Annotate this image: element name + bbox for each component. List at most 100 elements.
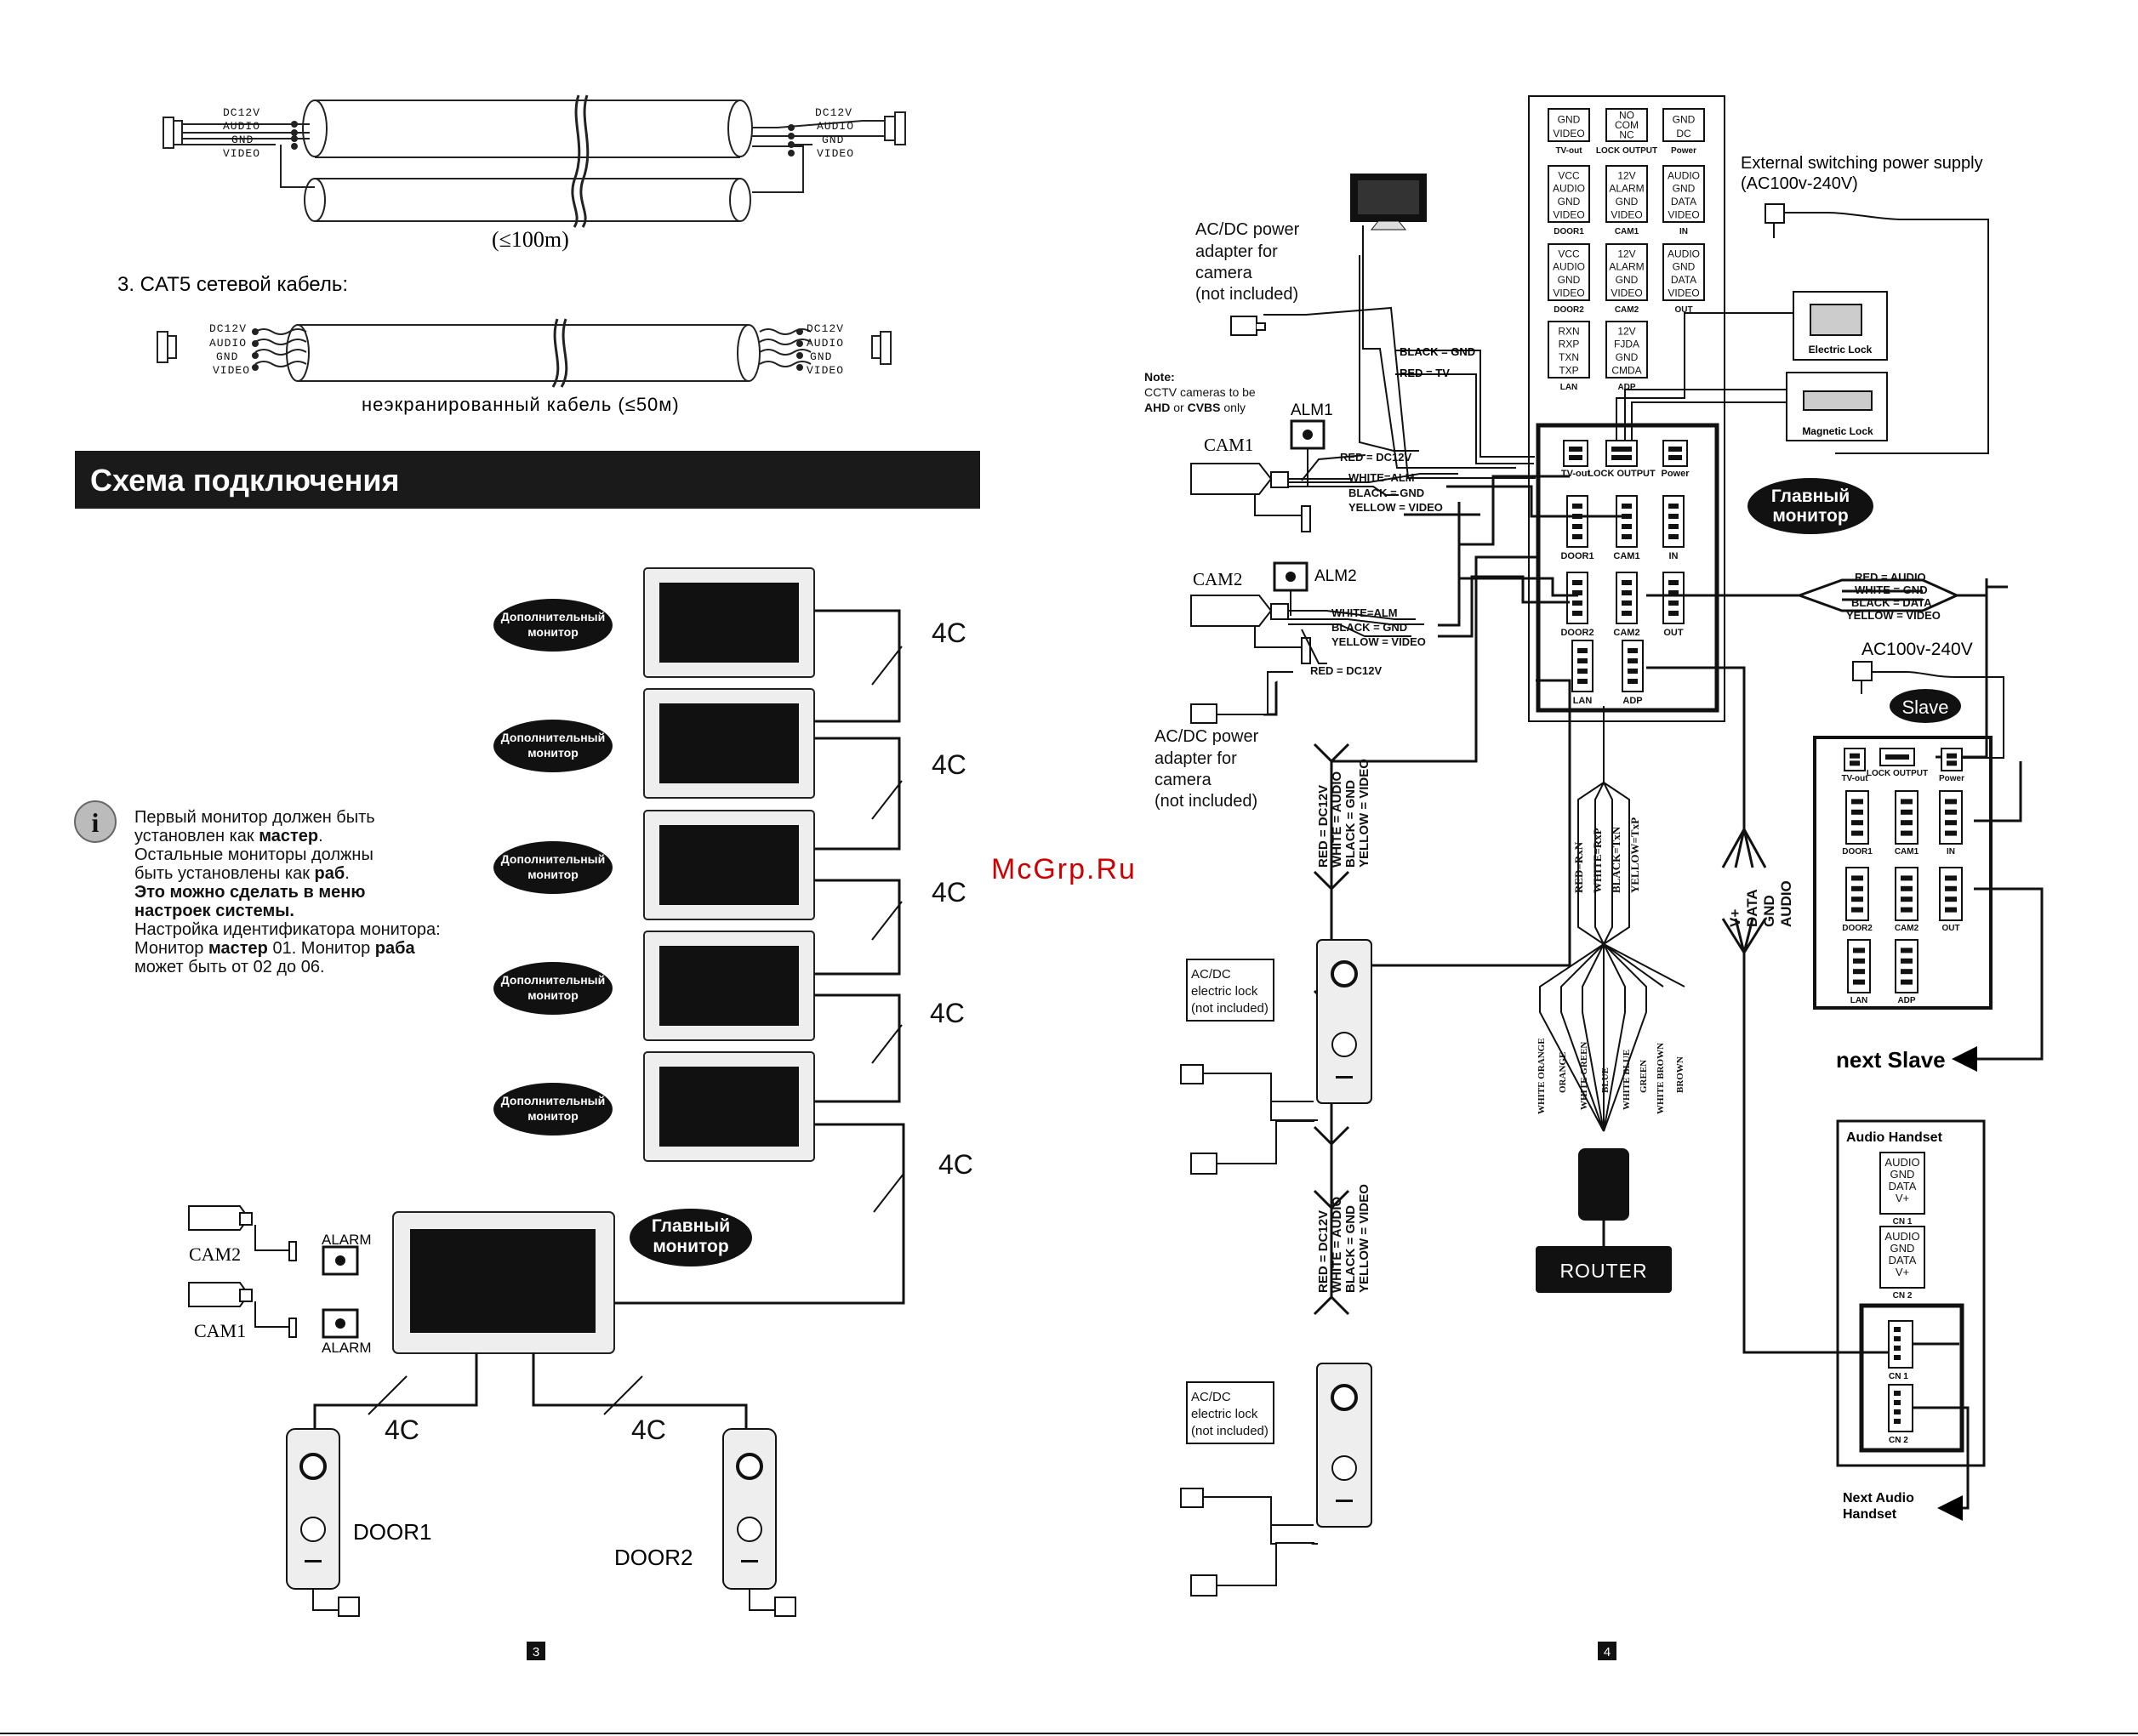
note-line-7: Настройка идентификатора монитора: (134, 920, 441, 939)
lock-label-1-line-2: electric lock (1191, 984, 1258, 999)
out-wire-1: RED = AUDIO (1855, 571, 1926, 583)
audio-handset-box (1836, 1119, 1986, 1467)
slave-board-label: CAM1 (1895, 847, 1919, 857)
connector-icon (1844, 748, 1866, 771)
panel-cell-line: 12V (1617, 169, 1635, 181)
cam2-wire-1: WHITE=ALM (1331, 606, 1398, 619)
connector-icon (1939, 867, 1963, 921)
main-monitor-badge-left (630, 1209, 752, 1266)
wire-4c-6: 4C (385, 1414, 419, 1445)
out-wire-2: WHITE = GND (1855, 583, 1928, 596)
wire-4c-3: 4C (932, 877, 966, 908)
cam2-wire-3: YELLOW = VIDEO (1331, 635, 1426, 648)
rj45-color-label: WHITE GREEN (1579, 1042, 1589, 1110)
alarm-label-2: ALARM (322, 1340, 372, 1356)
panel-cell-line: GND (1558, 274, 1581, 286)
panel-cell-line: DATA (1671, 274, 1696, 286)
section-title: Схема подключения (90, 463, 399, 498)
extra-monitor-label-1: Дополнительный (501, 852, 605, 866)
panel-cell-label: LOCK OUTPUT (1596, 146, 1657, 156)
alm1-label: ALM1 (1291, 401, 1333, 419)
extra-monitor (643, 1051, 815, 1162)
cam2-left: CAM2 (189, 1244, 241, 1265)
handset-cn2-board: CN 2 (1889, 1436, 1908, 1445)
black-gnd-label: BLACK = GND (1400, 345, 1475, 358)
lan-wire-3: BLACK=TxN (1610, 826, 1622, 893)
page-number-box-4 (1598, 1642, 1616, 1660)
page-number-3: 3 (533, 1645, 539, 1659)
cat5-right-label-1: DC12V (807, 322, 844, 335)
connector-icon (1563, 440, 1588, 467)
handset-cn-line: GND (1890, 1168, 1915, 1181)
note-line-6: настроек системы. (134, 902, 294, 920)
lock-label-2-line-3: (not included) (1191, 1424, 1269, 1438)
external-power-line-2: (AC100v-240V) (1741, 174, 1858, 193)
main-monitor-left (392, 1211, 615, 1354)
panel-cell-line: VIDEO (1611, 287, 1642, 299)
door2-wire-3: BLACK = GND (1343, 1205, 1358, 1293)
magnetic-lock-label: Magnetic Lock (1802, 425, 1873, 437)
panel-cell-line: 12V (1617, 248, 1635, 259)
board-label: LOCK OUTPUT (1588, 469, 1656, 479)
cam1-wire-4: YELLOW = VIDEO (1348, 501, 1443, 514)
adp-wire-2: DATA (1744, 889, 1760, 927)
rj45-color-label: GREEN (1639, 1060, 1649, 1093)
tv-monitor-icon (1350, 174, 1427, 231)
external-power-line-1: External switching power supply (1741, 154, 1983, 173)
slave-board-label: LOCK OUTPUT (1867, 769, 1928, 778)
board-label: DOOR2 (1560, 628, 1594, 638)
note-line-8: Монитор мастер 01. Монитор раба (134, 939, 415, 958)
adp-wire-4: AUDIO (1778, 880, 1794, 927)
panel-cell-line: AUDIO (1553, 261, 1585, 273)
board-label: IN (1669, 551, 1679, 561)
cat5-title: 3. CAT5 сетевой кабель: (117, 273, 348, 296)
panel-cell-line: NC (1619, 129, 1634, 141)
slave-board-label: IN (1947, 847, 1955, 857)
handset-title: Audio Handset (1846, 1130, 1943, 1145)
adapter-label-1-line-4: (not included) (1195, 285, 1298, 304)
panel-cell-line: CMDA (1611, 364, 1641, 376)
slave-board-label: TV-out (1841, 774, 1868, 783)
panel-cell-line: RXN (1558, 325, 1579, 337)
adp-wire-3: GND (1761, 895, 1777, 927)
extra-monitor (643, 931, 815, 1041)
coax-cable-diagram (162, 94, 906, 228)
adapter-label-1-line-1: AC/DC power (1195, 220, 1300, 239)
cat5-left-label-2: AUDIO (209, 337, 247, 350)
panel-cell-line: NO (1619, 110, 1634, 122)
adapter-label-2-line-4: (not included) (1155, 792, 1257, 811)
note-line-1: Первый монитор должен быть (134, 808, 375, 827)
handset-cn-line: V+ (1896, 1266, 1909, 1278)
panel-cell-label: DOOR2 (1554, 305, 1584, 315)
panel-cell-line: TXP (1559, 364, 1578, 376)
coax-left-label-1: DC12V (223, 106, 260, 119)
coax-right-label-3: GND (822, 134, 844, 146)
connector-icon (1662, 440, 1688, 467)
note-line-9: может быть от 02 до 06. (134, 958, 325, 976)
note-line-4: быть установлены как раб. (134, 864, 350, 883)
slave-board (1813, 736, 1993, 1010)
extra-monitor-label-1: Дополнительный (501, 973, 605, 987)
panel-cell-line: AUDIO (1668, 248, 1700, 259)
panel-cell-line: GND (1673, 114, 1696, 126)
connector-icon (1895, 867, 1918, 921)
handset-cn-line: V+ (1896, 1192, 1909, 1204)
extra-monitor-badge (493, 1083, 613, 1136)
cam1-wire-3: BLACK = GND (1348, 487, 1424, 499)
door2-label: DOOR2 (614, 1545, 693, 1570)
svg-text:i: i (92, 807, 100, 838)
lock-label-2-line-2: electric lock (1191, 1407, 1258, 1421)
connector-icon (1616, 495, 1638, 548)
adapter-label-1-line-2: adapter for (1195, 242, 1278, 261)
adapter-label-2-line-3: camera (1155, 771, 1212, 789)
wire-4c-5: 4C (938, 1149, 973, 1180)
wire-4c-1: 4C (932, 618, 966, 648)
panel-cell-line: GND (1616, 351, 1639, 363)
panel-cell-line: VIDEO (1611, 208, 1642, 220)
connector-icon (1845, 867, 1869, 921)
